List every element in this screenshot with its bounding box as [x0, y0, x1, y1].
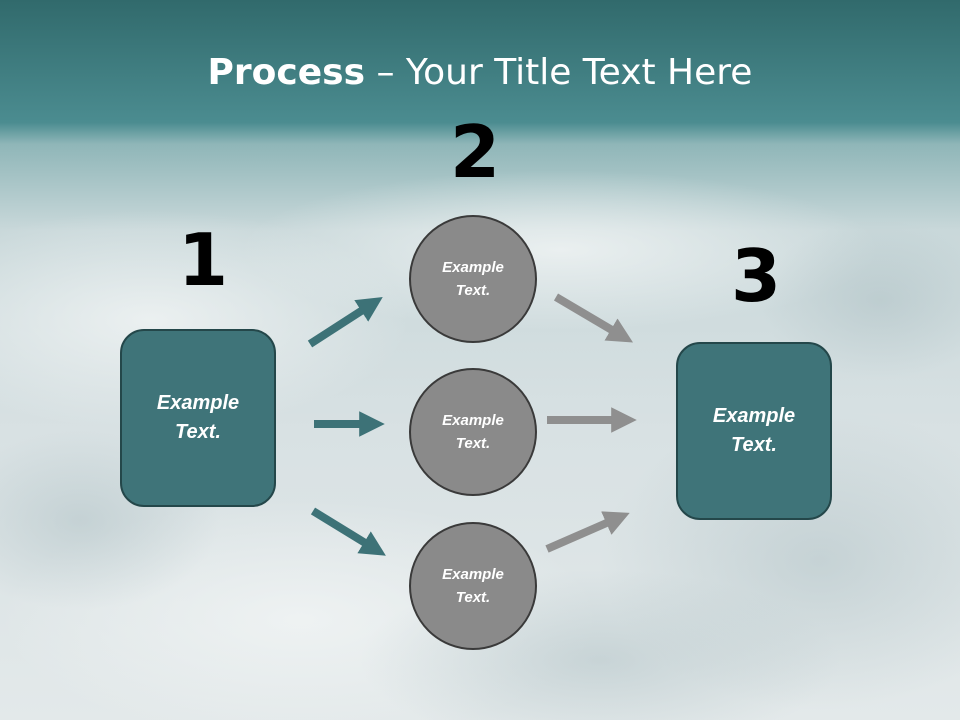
arrow-left-to-top	[307, 297, 383, 348]
circle-bottom-line1: Example	[442, 566, 504, 583]
right-step-box: Example Text.	[676, 342, 832, 520]
circle-top: Example Text.	[409, 215, 537, 343]
step-number-2: 2	[450, 110, 501, 194]
title-rest: – Your Title Text Here	[365, 52, 753, 93]
circle-bottom: Example Text.	[409, 522, 537, 650]
arrow-top-to-right	[553, 293, 634, 343]
circle-bottom-line2: Text.	[455, 589, 491, 606]
arrow-left-to-bottom	[310, 507, 386, 556]
circle-middle-line2: Text.	[455, 435, 491, 452]
step-number-3: 3	[731, 234, 782, 318]
circle-top-line2: Text.	[455, 282, 491, 299]
title-bold: Process	[207, 52, 366, 93]
left-box-line2: Text.	[175, 421, 221, 443]
right-box-line1: Example	[712, 405, 796, 427]
circle-top-line1: Example	[442, 259, 504, 276]
right-box-line2: Text.	[731, 434, 777, 456]
circle-middle: Example Text.	[409, 368, 537, 496]
circle-middle-line1: Example	[442, 412, 504, 429]
left-box-line1: Example	[156, 392, 240, 414]
step-number-1: 1	[178, 218, 229, 302]
left-step-box: Example Text.	[120, 329, 276, 507]
slide-title: Process – Your Title Text Here	[0, 52, 960, 93]
arrow-bottom-to-right	[545, 511, 630, 553]
